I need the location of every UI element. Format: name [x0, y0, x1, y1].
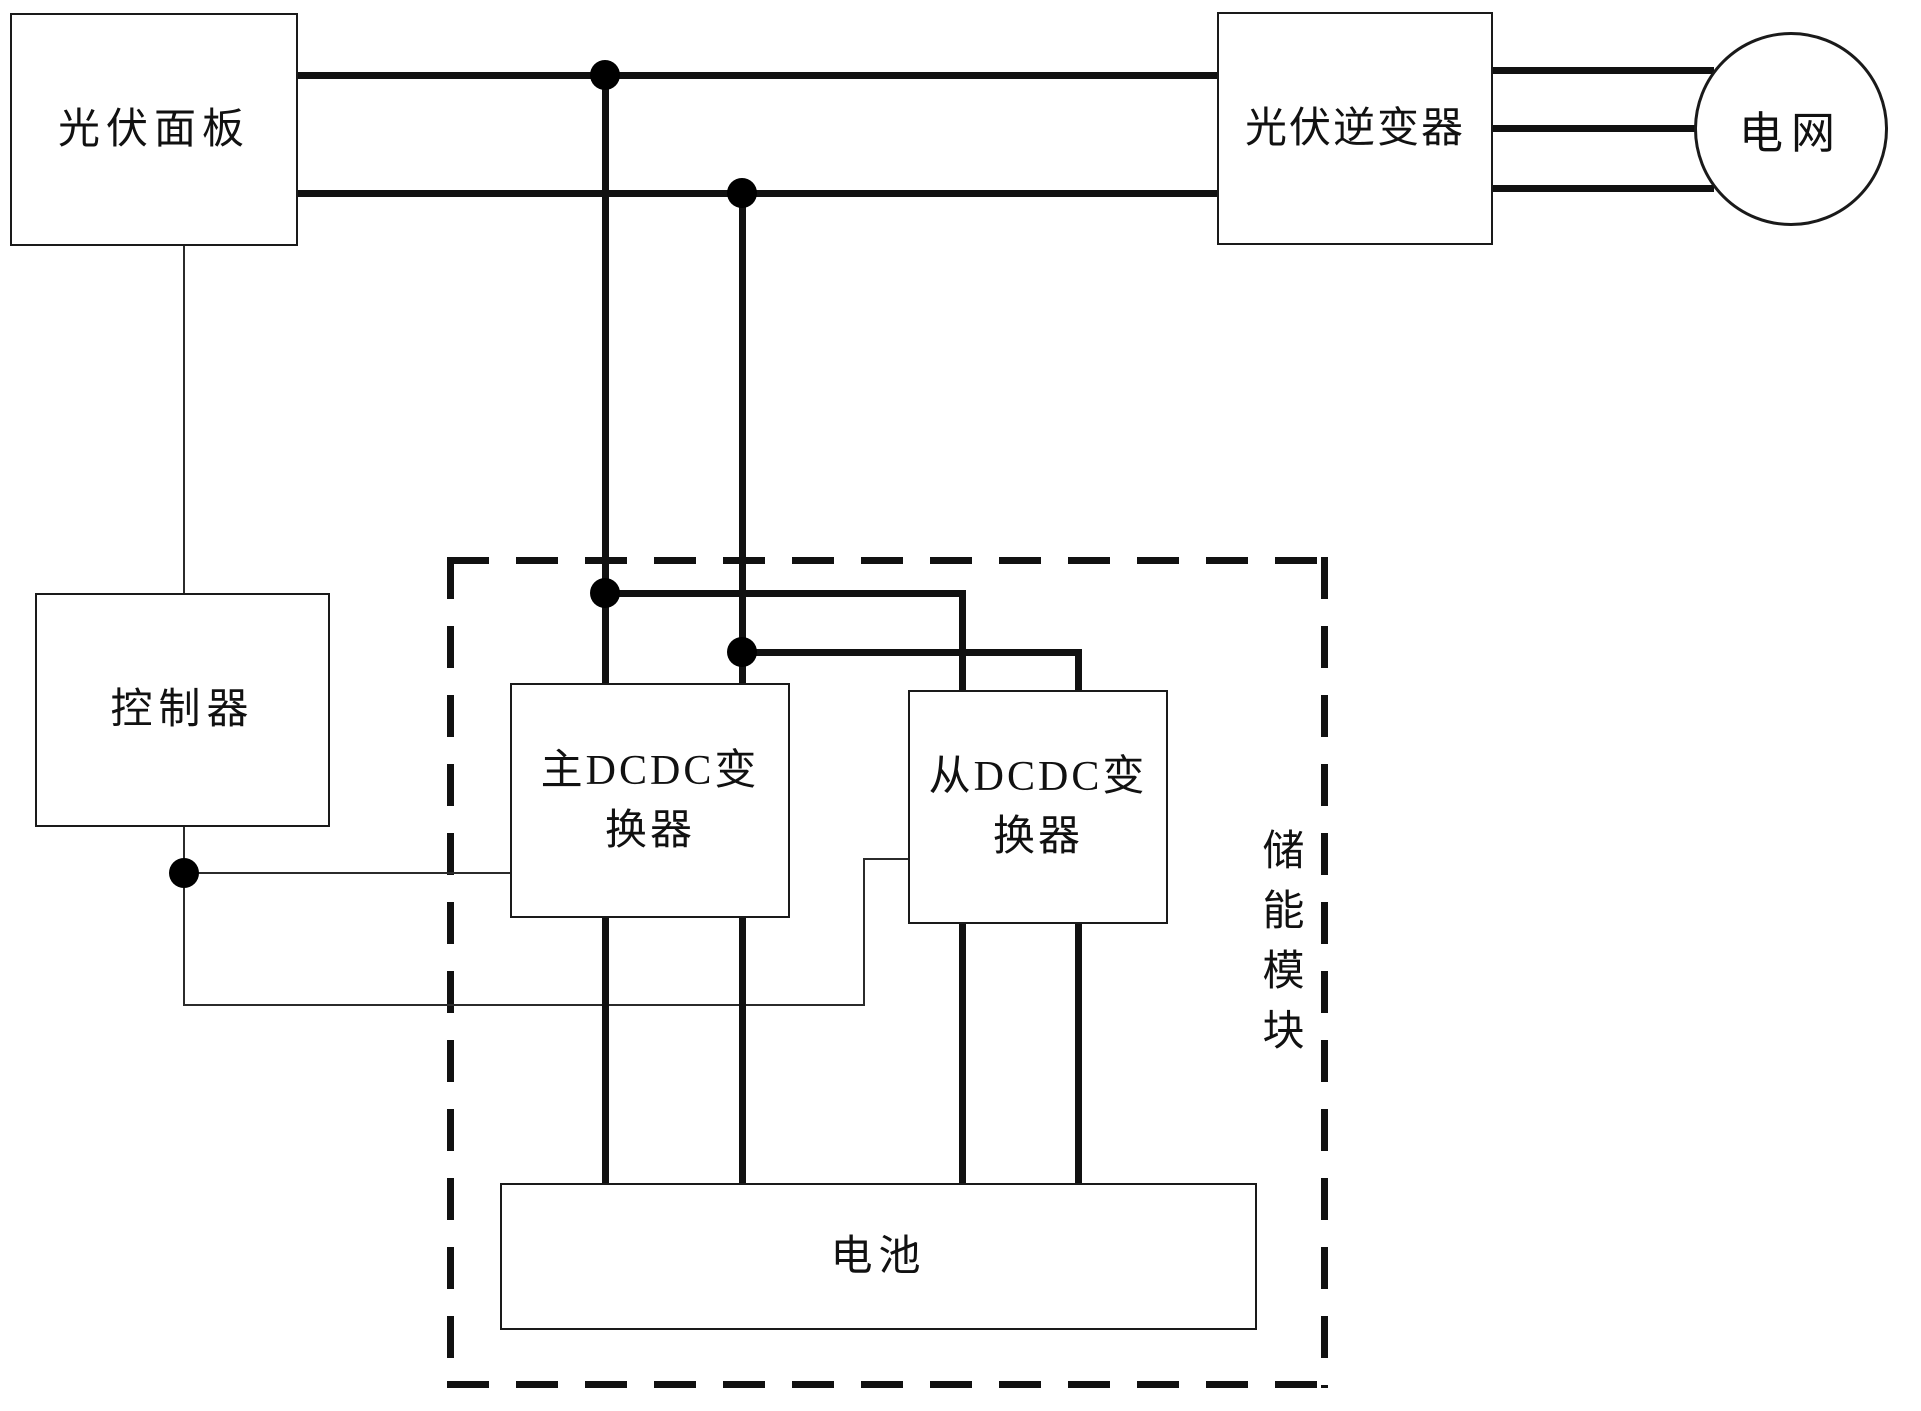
- wire-pv-to-controller: [183, 246, 185, 595]
- wire-controller-to-slave-v: [863, 858, 865, 1006]
- wire-bus1-branch-v: [959, 590, 966, 690]
- wire-controller-to-master: [183, 872, 510, 874]
- wire-master-battery-1: [602, 918, 609, 1183]
- wire-bus2-vertical: [739, 190, 746, 683]
- grid-label: 电网: [1739, 109, 1843, 158]
- wire-bus1-branch-h: [602, 590, 966, 597]
- wire-bus1-vertical: [602, 72, 609, 683]
- wire-controller-to-slave-h1: [183, 1004, 865, 1006]
- junction-dot-bus2-branch: [727, 637, 757, 667]
- storage-module-border-right: [1321, 557, 1328, 1388]
- master-dcdc-label: 主DCDC变换器: [540, 747, 760, 854]
- wire-pv-inverter-bottom: [298, 190, 1217, 197]
- grid-circle: 电网: [1694, 32, 1888, 226]
- storage-module-border-bottom: [447, 1381, 1328, 1388]
- master-dcdc-box: 主DCDC变换器: [510, 683, 790, 918]
- junction-dot-bus2-top: [727, 178, 757, 208]
- storage-module-border-top: [447, 557, 1328, 564]
- inverter-box: 光伏逆变器: [1217, 12, 1493, 245]
- controller-box: 控制器: [35, 593, 330, 827]
- junction-dot-controller: [169, 858, 199, 888]
- pv-panel-label: 光伏面板: [57, 106, 250, 153]
- inverter-label: 光伏逆变器: [1244, 105, 1465, 152]
- wire-pv-inverter-top: [298, 72, 1217, 79]
- slave-dcdc-box: 从DCDC变换器: [908, 690, 1168, 924]
- junction-dot-bus1-top: [590, 60, 620, 90]
- battery-label: 电池: [830, 1233, 927, 1280]
- junction-dot-bus1-branch: [590, 578, 620, 608]
- controller-label: 控制器: [110, 687, 255, 733]
- battery-box: 电池: [500, 1183, 1257, 1330]
- wire-bus2-branch-v: [1075, 649, 1082, 690]
- wire-inverter-grid-2: [1493, 125, 1696, 132]
- wire-master-battery-2: [739, 918, 746, 1183]
- slave-dcdc-label: 从DCDC变换器: [928, 754, 1148, 860]
- wire-slave-battery-1: [959, 924, 966, 1183]
- wire-inverter-grid-3: [1493, 185, 1714, 192]
- wire-inverter-grid-1: [1493, 67, 1714, 74]
- wire-controller-down: [183, 827, 185, 1006]
- storage-module-label: 储能模块: [1256, 828, 1302, 1068]
- pv-panel-box: 光伏面板: [10, 13, 298, 246]
- wire-controller-to-slave-h2: [863, 858, 910, 860]
- wire-slave-battery-2: [1075, 924, 1082, 1183]
- storage-module-border-left: [447, 557, 454, 1388]
- wire-bus2-branch-h: [739, 649, 1082, 656]
